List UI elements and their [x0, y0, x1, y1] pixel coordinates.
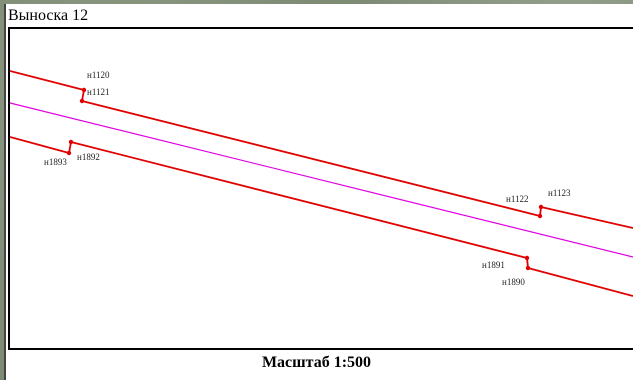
lower-boundary-right: [527, 267, 633, 297]
point-n1891: [524, 255, 530, 261]
point-n1123: [538, 204, 544, 210]
point-n1892: [68, 139, 74, 145]
lower-boundary-main: [70, 141, 528, 259]
point-n1120: [81, 87, 87, 93]
scale-label: Масштаб 1:500: [261, 354, 372, 371]
map-frame: [8, 27, 633, 350]
upper-boundary-left: [10, 70, 85, 91]
lower-boundary-left: [10, 136, 70, 154]
map-sheet: [4, 4, 633, 380]
callout-title: Выноска 12: [8, 7, 89, 24]
upper-boundary-right: [540, 206, 633, 229]
label-n1120: н1120: [87, 70, 110, 80]
point-n1122: [537, 213, 543, 219]
label-n1893: н1893: [44, 157, 67, 167]
point-n1893: [66, 150, 72, 156]
label-n1892: н1892: [77, 152, 100, 162]
label-n1890: н1890: [502, 277, 525, 287]
axis-line: [10, 102, 633, 258]
label-n1122: н1122: [506, 194, 528, 204]
point-n1121: [79, 98, 85, 104]
upper-boundary-main: [81, 100, 541, 217]
label-n1121: н1121: [87, 87, 109, 97]
label-n1891: н1891: [482, 260, 505, 270]
label-n1123: н1123: [548, 188, 571, 198]
point-n1890: [525, 265, 531, 271]
